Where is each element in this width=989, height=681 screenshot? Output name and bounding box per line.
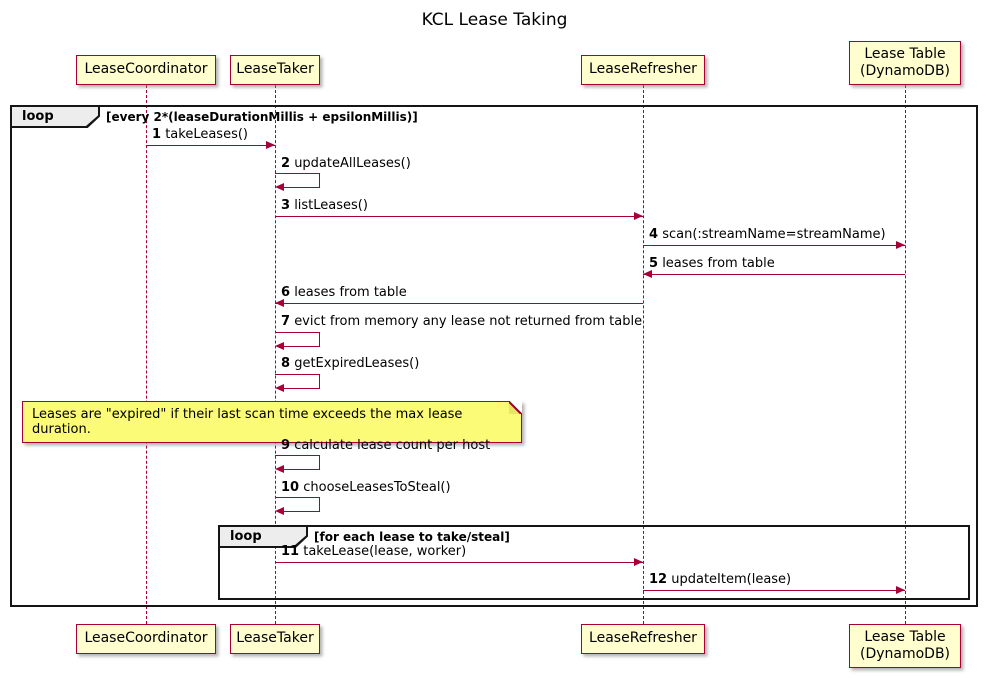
message-5-arrowhead <box>643 270 652 278</box>
lifeline-leasetaker <box>275 85 276 624</box>
inner-loop-tab <box>220 527 306 546</box>
message-9-number: 9 <box>281 438 291 453</box>
message-7-label: 7 evict from memory any lease not return… <box>281 314 642 329</box>
message-9-line <box>319 455 320 469</box>
message-8-line <box>275 374 320 375</box>
outer-loop-keyword: loop <box>22 109 54 124</box>
outer-loop-tab <box>12 107 98 126</box>
participant-lease-table-top: Lease Table (DynamoDB) <box>849 41 961 85</box>
participant-leaserefresher-bottom: LeaseRefresher <box>581 624 705 654</box>
message-5-line <box>643 274 905 275</box>
participant-leasecoordinator-bottom: LeaseCoordinator <box>76 624 216 654</box>
message-5-label: 5 leases from table <box>649 256 775 271</box>
message-10-number: 10 <box>281 480 300 495</box>
message-5-text: leases from table <box>662 256 775 271</box>
message-11-line <box>275 562 643 563</box>
participant-leasetaker-top: LeaseTaker <box>230 55 320 85</box>
inner-loop-frame <box>218 525 970 600</box>
message-10-text: chooseLeasesToSteal() <box>303 480 451 495</box>
message-11-arrowhead <box>634 558 643 566</box>
message-6-arrowhead <box>275 299 284 307</box>
message-7-line <box>275 332 320 333</box>
message-10-line <box>275 497 320 498</box>
message-3-label: 3 listLeases() <box>281 198 368 213</box>
message-6-label: 6 leases from table <box>281 285 407 300</box>
message-8-number: 8 <box>281 356 291 371</box>
message-1-line <box>146 145 275 146</box>
message-12-line <box>643 590 905 591</box>
message-11-text: takeLease(lease, worker) <box>303 544 467 559</box>
message-3-line <box>275 216 643 217</box>
message-1-arrowhead <box>266 141 275 149</box>
message-6-number: 6 <box>281 285 291 300</box>
message-4-label: 4 scan(:streamName=streamName) <box>649 227 886 242</box>
participant-leasecoordinator-top: LeaseCoordinator <box>76 55 216 85</box>
lifeline-leaserefresher <box>643 85 644 624</box>
participant-leasetaker-bottom: LeaseTaker <box>230 624 320 654</box>
message-11-label: 11 takeLease(lease, worker) <box>281 544 466 559</box>
message-9-arrowhead <box>275 465 284 473</box>
message-4-number: 4 <box>649 227 659 242</box>
note-text: Leases are "expired" if their last scan … <box>32 407 463 437</box>
participant-lease-table-bottom: Lease Table (DynamoDB) <box>849 624 961 668</box>
outer-loop-frame <box>10 105 978 607</box>
message-2-text: updateAllLeases() <box>294 156 411 171</box>
message-11-number: 11 <box>281 544 300 559</box>
message-10-line <box>319 497 320 511</box>
note-fold-flap <box>509 401 522 414</box>
inner-loop-keyword: loop <box>230 529 262 544</box>
message-9-text: calculate lease count per host <box>294 438 491 453</box>
diagram-title: KCL Lease Taking <box>421 10 568 30</box>
note: Leases are "expired" if their last scan … <box>22 401 522 443</box>
message-8-text: getExpiredLeases() <box>294 356 420 371</box>
participant-leaserefresher-top: LeaseRefresher <box>581 55 705 85</box>
message-4-arrowhead <box>896 241 905 249</box>
message-1-number: 1 <box>152 127 162 142</box>
message-3-text: listLeases() <box>294 198 368 213</box>
message-9-line <box>275 455 320 456</box>
message-4-line <box>643 245 905 246</box>
message-10-line <box>284 511 320 512</box>
message-4-text: scan(:streamName=streamName) <box>662 227 886 242</box>
message-12-text: updateItem(lease) <box>671 572 792 587</box>
message-7-line <box>319 332 320 346</box>
message-7-arrowhead <box>275 342 284 350</box>
message-1-label: 1 takeLeases() <box>152 127 248 142</box>
message-8-arrowhead <box>275 384 284 392</box>
message-9-label: 9 calculate lease count per host <box>281 438 490 453</box>
message-12-arrowhead <box>896 586 905 594</box>
message-12-label: 12 updateItem(lease) <box>649 572 791 587</box>
outer-loop-condition: [every 2*(leaseDurationMillis + epsilonM… <box>106 110 418 124</box>
message-7-number: 7 <box>281 314 291 329</box>
message-2-line <box>284 187 320 188</box>
message-7-text: evict from memory any lease not returned… <box>294 314 643 329</box>
message-8-label: 8 getExpiredLeases() <box>281 356 419 371</box>
message-5-number: 5 <box>649 256 659 271</box>
message-12-number: 12 <box>649 572 668 587</box>
lifeline-lease-table <box>905 85 906 624</box>
message-2-line <box>275 173 320 174</box>
message-8-line <box>284 388 320 389</box>
message-9-line <box>284 469 320 470</box>
message-6-line <box>275 303 643 304</box>
inner-loop-condition: [for each lease to take/steal] <box>314 530 510 544</box>
message-7-line <box>284 346 320 347</box>
message-2-number: 2 <box>281 156 291 171</box>
message-2-arrowhead <box>275 183 284 191</box>
message-10-label: 10 chooseLeasesToSteal() <box>281 480 451 495</box>
message-1-text: takeLeases() <box>165 127 248 142</box>
message-6-text: leases from table <box>294 285 407 300</box>
message-2-line <box>319 173 320 187</box>
lifeline-leasecoordinator <box>146 85 147 624</box>
message-2-label: 2 updateAllLeases() <box>281 156 411 171</box>
message-10-arrowhead <box>275 507 284 515</box>
message-3-number: 3 <box>281 198 291 213</box>
message-8-line <box>319 374 320 388</box>
message-3-arrowhead <box>634 212 643 220</box>
